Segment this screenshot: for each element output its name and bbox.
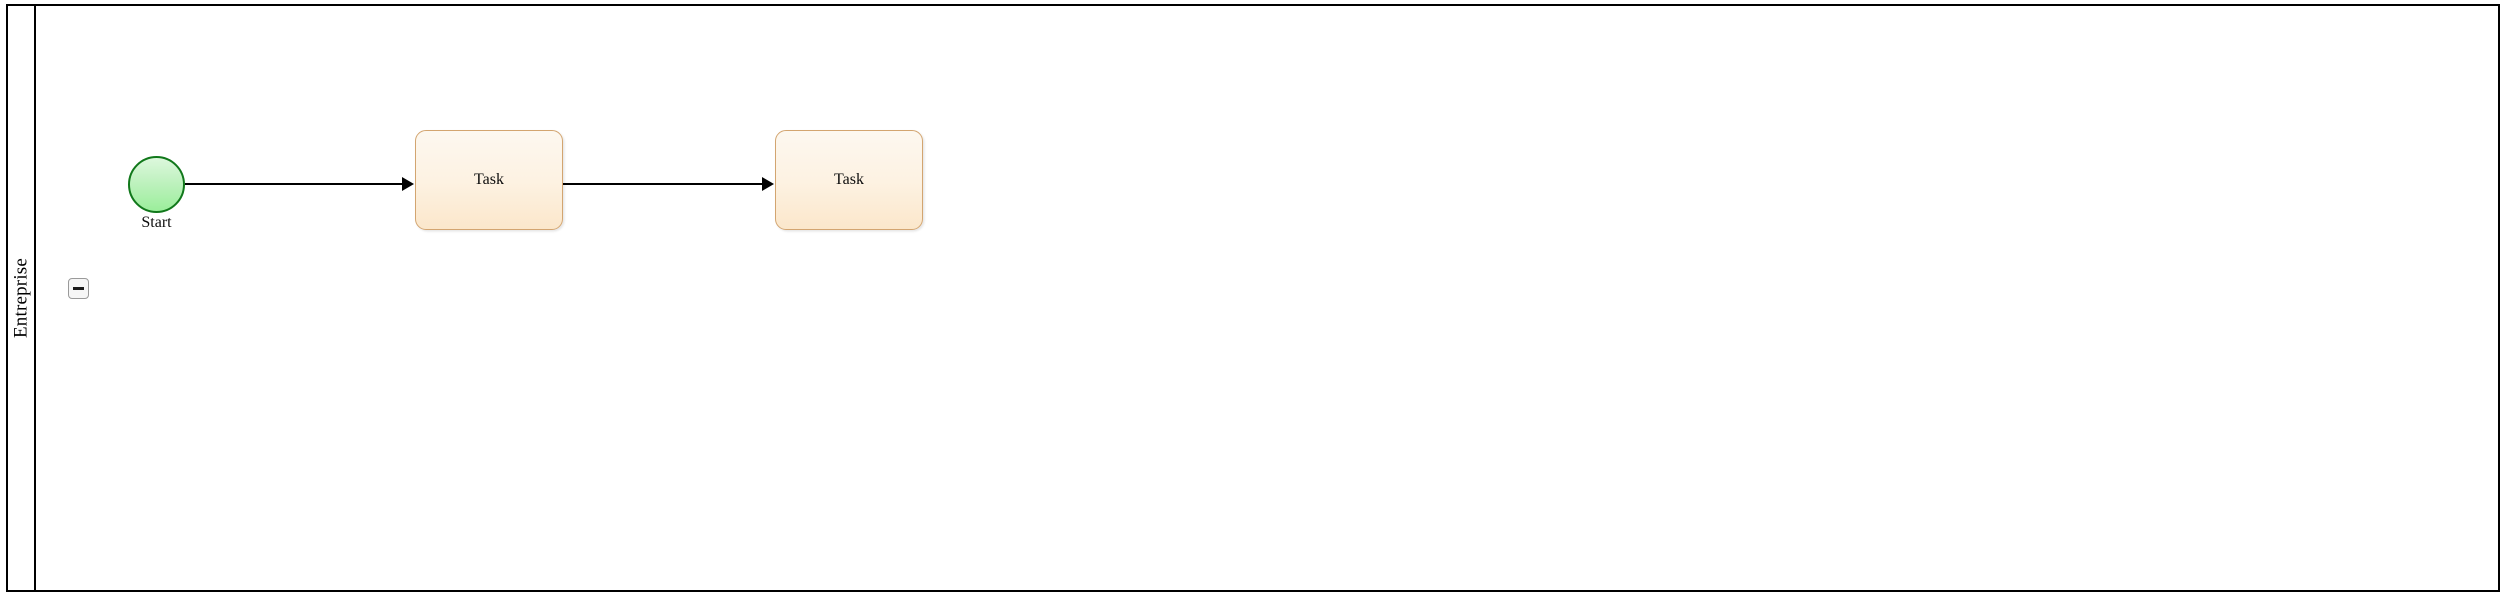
pool-title-label: Entreprise xyxy=(10,257,32,339)
task-node-2[interactable]: Task xyxy=(775,130,923,230)
task-node-1[interactable]: Task xyxy=(415,130,563,230)
arrowhead-icon xyxy=(402,177,414,191)
task-label: Task xyxy=(834,171,864,188)
pool-header[interactable]: Entreprise xyxy=(8,6,36,590)
pool-entreprise[interactable]: Entreprise Start Task Task xyxy=(6,4,2500,592)
start-event-node[interactable] xyxy=(128,156,185,213)
task-label: Task xyxy=(474,171,504,188)
arrowhead-icon xyxy=(762,177,774,191)
sequence-flow-task1-to-task2[interactable] xyxy=(563,183,763,185)
sequence-flow-start-to-task1[interactable] xyxy=(185,183,403,185)
minus-icon xyxy=(73,286,84,291)
start-event-label: Start xyxy=(141,214,172,231)
pool-body: Start Task Task xyxy=(36,6,2498,590)
pool-collapse-button[interactable] xyxy=(68,278,89,299)
